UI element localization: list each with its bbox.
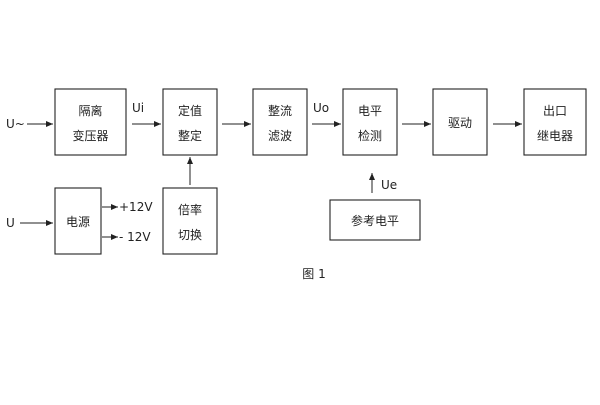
block-label: 倍率 <box>178 202 202 217</box>
block-label: 电源 <box>66 215 90 229</box>
block-label: 驱动 <box>448 116 472 130</box>
block-label: 整定 <box>178 128 202 143</box>
block-label: 隔离 <box>78 103 102 118</box>
block-level-detect: 电平 检测 <box>342 88 398 156</box>
block-power-supply: 电源 <box>54 187 102 255</box>
block-label: 检测 <box>358 128 382 143</box>
block-label: 继电器 <box>537 129 573 143</box>
signal-dc-input-label: U <box>6 216 15 230</box>
block-rectify-filter: 整流 滤波 <box>252 88 308 156</box>
block-label: 电平 <box>358 104 382 118</box>
block-label: 出口 <box>543 104 567 118</box>
signal-ui-label: Ui <box>132 101 144 115</box>
signal-minus12-label: - 12V <box>119 230 151 244</box>
signal-ue-label: Ue <box>381 178 397 192</box>
signal-plus12-label: +12V <box>119 200 153 214</box>
block-label: 切换 <box>178 228 202 242</box>
figure-caption: 图 1 <box>302 267 325 281</box>
block-setpoint-tuning: 定值 整定 <box>162 88 218 156</box>
block-label: 整流 <box>268 103 292 118</box>
signal-uo-label: Uo <box>313 101 329 115</box>
signal-ac-input-label: U~ <box>6 117 25 131</box>
block-drive: 驱动 <box>432 88 488 156</box>
block-ratio-switch: 倍率 切换 <box>162 187 218 255</box>
block-label: 变压器 <box>72 128 108 143</box>
block-label: 滤波 <box>268 129 292 143</box>
block-isolation-transformer: 隔离 变压器 <box>54 88 127 156</box>
block-label: 定值 <box>178 103 202 118</box>
block-output-relay: 出口 继电器 <box>523 88 587 156</box>
block-label: 参考电平 <box>351 213 399 228</box>
block-reference-level: 参考电平 <box>329 199 421 241</box>
